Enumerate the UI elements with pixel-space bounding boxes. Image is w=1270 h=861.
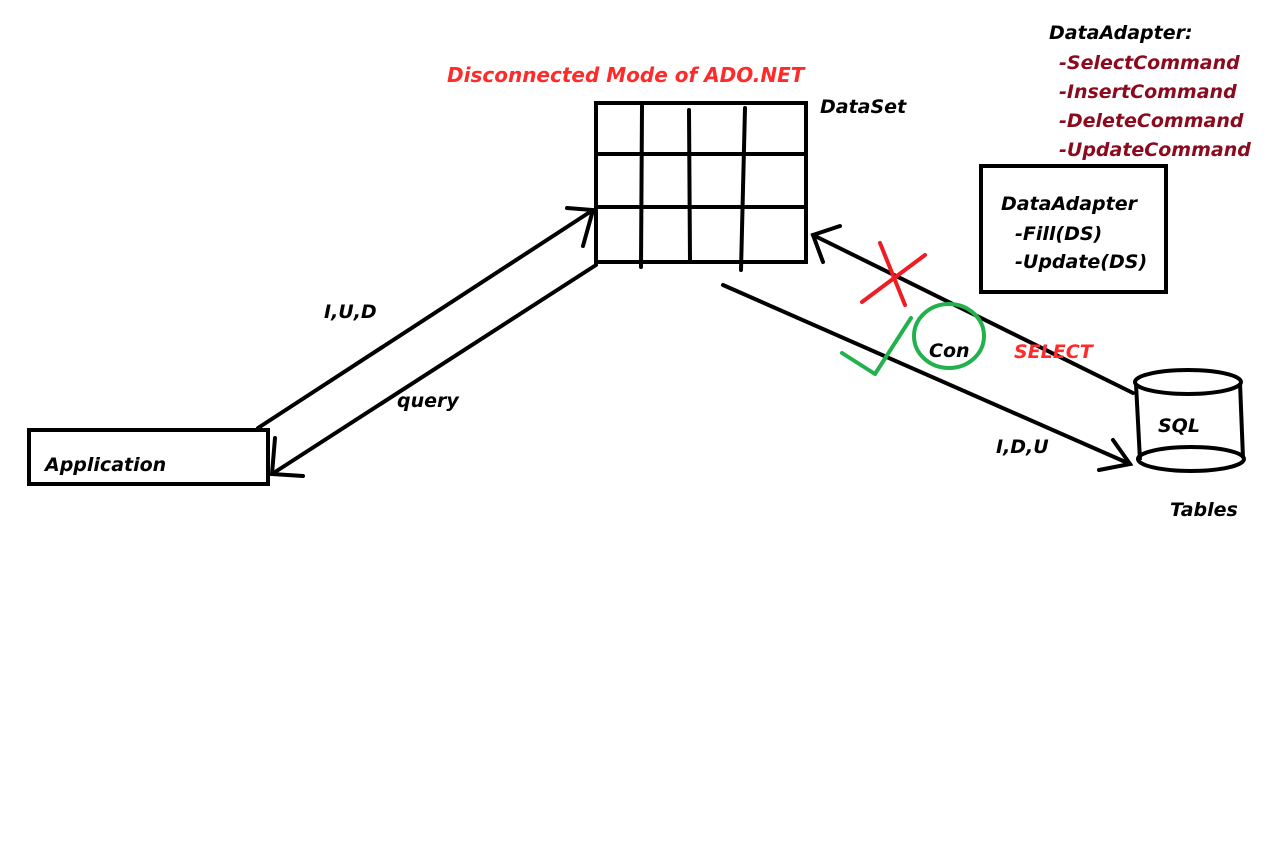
diagram-title: Disconnected Mode of ADO.NET <box>447 63 806 87</box>
application-label: Application <box>43 454 166 476</box>
connection-circle <box>912 302 986 370</box>
dataset-label: DataSet <box>820 96 907 118</box>
dataset-grid <box>594 101 808 272</box>
data-adapter-title: DataAdapter <box>1001 193 1139 215</box>
idu-arrow <box>721 283 1134 472</box>
connection-label: Con <box>929 340 970 362</box>
sql-database-icon <box>1133 368 1246 473</box>
adapter-command-item: -DeleteCommand <box>1059 110 1244 132</box>
adapter-command-item: -SelectCommand <box>1059 52 1240 74</box>
cross-mark <box>860 241 927 307</box>
idu-label: I,D,U <box>996 436 1049 458</box>
check-mark <box>840 316 913 376</box>
query-arrow <box>269 263 598 478</box>
application-box <box>27 428 270 486</box>
tables-caption: Tables <box>1170 499 1238 521</box>
adapter-method: -Fill(DS) <box>1015 223 1102 245</box>
sql-label: SQL <box>1158 415 1200 437</box>
iud-arrow <box>256 206 596 430</box>
query-label: query <box>397 390 460 412</box>
adapter-commands-heading: DataAdapter: <box>1049 22 1193 44</box>
adapter-command-item: -UpdateCommand <box>1059 139 1251 161</box>
select-label: SELECT <box>1014 341 1095 363</box>
iud-label: I,U,D <box>324 301 377 323</box>
adapter-method: -Update(DS) <box>1015 251 1147 273</box>
data-adapter-box <box>979 164 1168 294</box>
adapter-command-item: -InsertCommand <box>1059 81 1237 103</box>
